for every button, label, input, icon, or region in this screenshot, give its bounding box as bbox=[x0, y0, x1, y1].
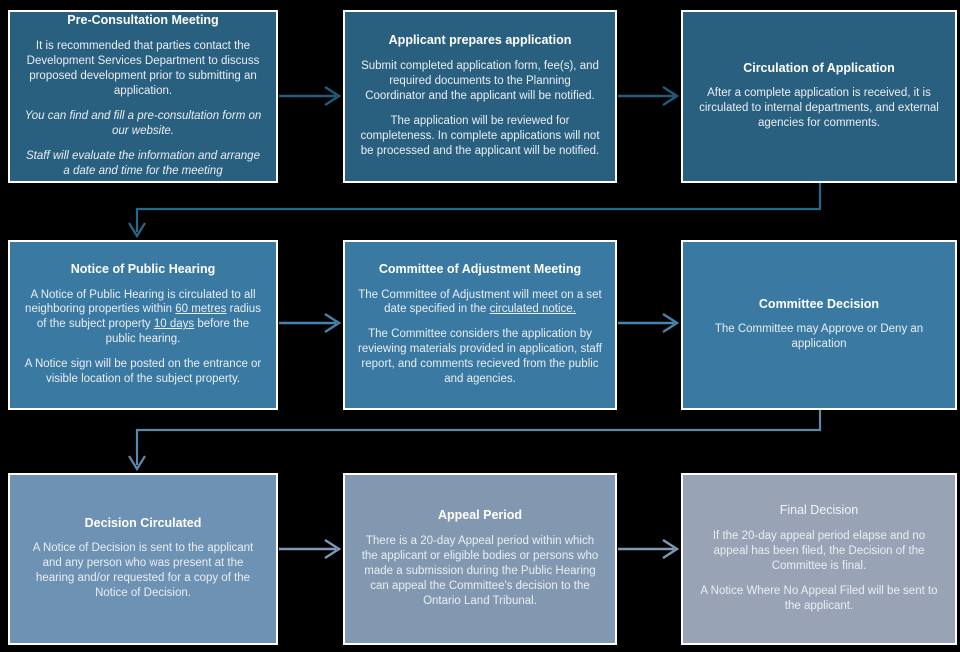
flow-box-committee-of-adjustment-meeting: Committee of Adjustment Meeting The Comm… bbox=[343, 240, 617, 410]
arrow-right-icon bbox=[618, 312, 680, 334]
box-title: Circulation of Application bbox=[743, 60, 895, 75]
text-segment: A Notice sign will be posted on the entr… bbox=[24, 358, 262, 386]
box-paragraph: It is recommended that parties contact t… bbox=[23, 39, 263, 99]
box-paragraph: Staff will evaluate the information and … bbox=[23, 149, 263, 179]
box-paragraph: Submit completed application form, fee(s… bbox=[358, 59, 602, 104]
box-title: Notice of Public Hearing bbox=[70, 261, 216, 276]
box-paragraph: After a complete application is received… bbox=[696, 86, 942, 131]
box-title: Applicant prepares application bbox=[388, 33, 572, 48]
text-segment: If the 20-day appeal period elapse and n… bbox=[712, 529, 926, 572]
text-segment: There is a 20-day Appeal period within w… bbox=[361, 534, 599, 607]
box-title: Pre-Consultation Meeting bbox=[67, 13, 219, 28]
arrow-right-icon bbox=[618, 538, 680, 560]
text-segment: It is recommended that parties contact t… bbox=[26, 40, 260, 97]
text-segment: A Notice of Public Hearing is circulated… bbox=[25, 288, 256, 316]
box-title: Decision Circulated bbox=[84, 515, 202, 530]
flow-box-pre-consultation-meeting: Pre-Consultation Meeting It is recommend… bbox=[8, 10, 278, 183]
text-segment: The Committee considers the application … bbox=[358, 328, 602, 386]
text-segment: A Notice Where No Appeal Filed will be s… bbox=[700, 584, 938, 612]
flow-box-applicant-prepares-application: Applicant prepares application Submit co… bbox=[343, 10, 617, 183]
box-paragraph: A Notice Where No Appeal Filed will be s… bbox=[696, 584, 942, 614]
box-title: Committee of Adjustment Meeting bbox=[378, 261, 582, 276]
arrow-right-icon bbox=[279, 85, 342, 107]
flow-connector-row1-row2-icon bbox=[128, 183, 822, 239]
text-segment: After a complete application is received… bbox=[699, 87, 939, 130]
box-paragraph: The Committee considers the application … bbox=[358, 327, 602, 387]
text-segment: Submit completed application form, fee(s… bbox=[361, 60, 599, 102]
box-title: Committee Decision bbox=[758, 296, 880, 311]
text-segment: You can find and fill a pre-consultation… bbox=[24, 109, 262, 137]
flow-box-circulation-of-application: Circulation of Application After a compl… bbox=[681, 10, 957, 183]
text-segment: before the public hearing. bbox=[105, 318, 250, 346]
box-paragraph: There is a 20-day Appeal period within w… bbox=[358, 534, 602, 609]
text-segment: A Notice of Decision is sent to the appl… bbox=[32, 542, 254, 600]
box-paragraph: The Committee may Approve or Deny an app… bbox=[696, 322, 942, 352]
text-segment: The Committee may Approve or Deny an app… bbox=[714, 323, 924, 351]
flow-connector-row2-row3-icon bbox=[128, 410, 822, 472]
box-paragraph: If the 20-day appeal period elapse and n… bbox=[696, 529, 942, 574]
box-paragraph: A Notice sign will be posted on the entr… bbox=[23, 357, 263, 387]
flow-box-appeal-period: Appeal Period There is a 20-day Appeal p… bbox=[343, 473, 617, 645]
box-title: Appeal Period bbox=[437, 508, 523, 523]
text-segment: The application will be reviewed for com… bbox=[360, 114, 600, 157]
flow-box-final-decision: Final Decision If the 20-day appeal peri… bbox=[681, 473, 957, 645]
text-segment: The Committee of Adjustment will meet on… bbox=[358, 288, 602, 316]
text-segment: 60 metres bbox=[175, 303, 227, 316]
arrow-right-icon bbox=[279, 538, 342, 560]
arrow-right-icon bbox=[618, 85, 680, 107]
box-paragraph: A Notice of Decision is sent to the appl… bbox=[23, 541, 263, 601]
box-paragraph: A Notice of Public Hearing is circulated… bbox=[23, 288, 263, 348]
box-paragraph: The Committee of Adjustment will meet on… bbox=[358, 288, 602, 318]
flow-box-decision-circulated: Decision Circulated A Notice of Decision… bbox=[8, 473, 278, 645]
flow-box-notice-of-public-hearing: Notice of Public Hearing A Notice of Pub… bbox=[8, 240, 278, 410]
flow-box-committee-decision: Committee Decision The Committee may App… bbox=[681, 240, 957, 410]
text-segment: circulated notice. bbox=[489, 303, 576, 316]
box-title: Final Decision bbox=[779, 503, 859, 518]
text-segment: radius of the subject property bbox=[36, 303, 261, 331]
text-segment: Staff will evaluate the information and … bbox=[26, 149, 260, 177]
box-paragraph: The application will be reviewed for com… bbox=[358, 114, 602, 159]
text-segment: 10 days bbox=[153, 318, 195, 331]
arrow-right-icon bbox=[279, 312, 342, 334]
box-paragraph: You can find and fill a pre-consultation… bbox=[23, 109, 263, 139]
